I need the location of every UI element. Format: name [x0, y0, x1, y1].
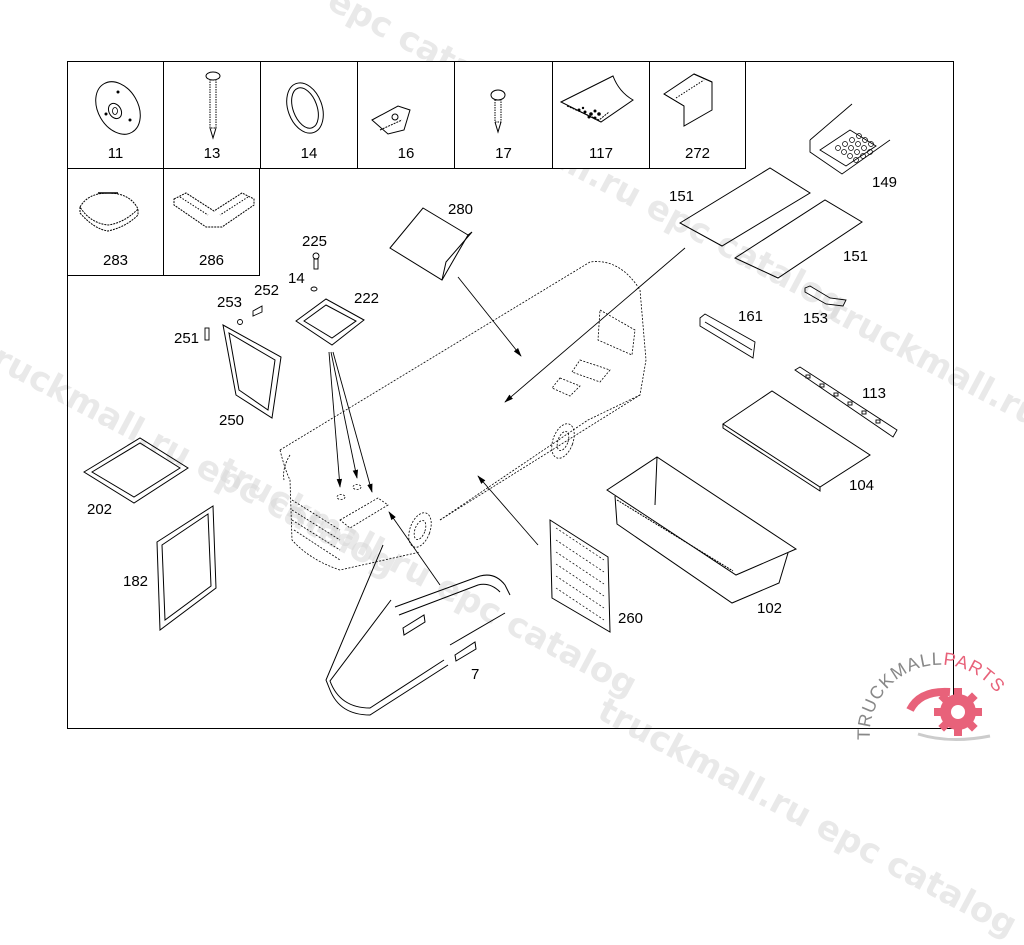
part-number-label: 17 — [495, 145, 512, 162]
callout-280[interactable]: 280 — [448, 201, 474, 218]
callout-149[interactable]: 149 — [872, 174, 898, 191]
corner-joint-icon — [173, 192, 255, 228]
callout-251[interactable]: 251 — [174, 330, 200, 347]
washer-plate-icon — [95, 81, 141, 135]
exploded-view-drawing — [83, 103, 898, 716]
part-cell-16[interactable]: 16 — [358, 61, 455, 169]
part-cell-286[interactable]: 286 — [164, 169, 260, 276]
callout-151[interactable]: 151 — [669, 188, 695, 205]
part-149 — [809, 103, 891, 175]
part-280 — [389, 207, 473, 281]
part-number-label: 13 — [203, 145, 221, 162]
long-screw-icon — [205, 71, 221, 140]
part-number-label: 283 — [102, 252, 129, 269]
callout-250[interactable]: 250 — [219, 412, 245, 429]
part-250 — [222, 324, 282, 419]
part-number-label: 11 — [107, 145, 124, 162]
short-screw-icon — [490, 89, 506, 134]
part-cell-14[interactable]: 14 — [261, 61, 358, 169]
spring-clip-icon — [371, 105, 411, 135]
o-ring-icon — [286, 82, 324, 134]
part-cell-272[interactable]: 272 — [650, 61, 746, 169]
part-222 — [295, 298, 365, 346]
part-cell-13[interactable]: 13 — [164, 61, 261, 169]
callout-225[interactable]: 225 — [302, 233, 328, 250]
callout-182[interactable]: 182 — [123, 573, 149, 590]
part-182 — [156, 505, 217, 631]
callout-153[interactable]: 153 — [803, 310, 829, 327]
part-202 — [83, 437, 189, 504]
part-number-label: 14 — [300, 145, 318, 162]
fasteners-small — [204, 252, 320, 341]
callout-253[interactable]: 253 — [217, 294, 243, 311]
callout-14[interactable]: 14 — [288, 270, 305, 287]
part-7 — [325, 544, 511, 716]
part-102 — [606, 456, 798, 604]
part-number-label: 117 — [589, 145, 613, 162]
callout-202[interactable]: 202 — [87, 501, 113, 518]
bracket-cover-icon — [663, 73, 713, 127]
part-113 — [794, 366, 898, 438]
callout-102[interactable]: 102 — [757, 600, 783, 617]
part-cell-117[interactable]: 117 — [553, 61, 650, 169]
part-161 — [699, 313, 756, 359]
part-151 — [679, 167, 863, 279]
part-number-label: 272 — [684, 145, 711, 162]
callout-151[interactable]: 151 — [843, 248, 869, 265]
part-104 — [722, 390, 871, 492]
callout-104[interactable]: 104 — [849, 477, 875, 494]
van-body — [279, 261, 647, 571]
part-number-label: 286 — [198, 252, 225, 269]
callout-161[interactable]: 161 — [738, 308, 764, 325]
callout-260[interactable]: 260 — [618, 610, 644, 627]
callout-113[interactable]: 113 — [862, 385, 886, 402]
callout-222[interactable]: 222 — [354, 290, 380, 307]
part-number-label: 16 — [397, 145, 415, 162]
truckmall-parts-logo: TRUCKMALLPARTS — [850, 640, 1024, 750]
callout-7[interactable]: 7 — [471, 666, 480, 683]
callout-252[interactable]: 252 — [254, 282, 280, 299]
part-260 — [549, 519, 611, 633]
part-cell-11[interactable]: 11 — [67, 61, 164, 169]
part-cell-283[interactable]: 283 — [67, 169, 164, 276]
corner-cap-icon — [79, 192, 139, 232]
part-153 — [804, 285, 847, 307]
parts-bag-icon — [559, 75, 634, 123]
part-cell-17[interactable]: 17 — [455, 61, 553, 169]
